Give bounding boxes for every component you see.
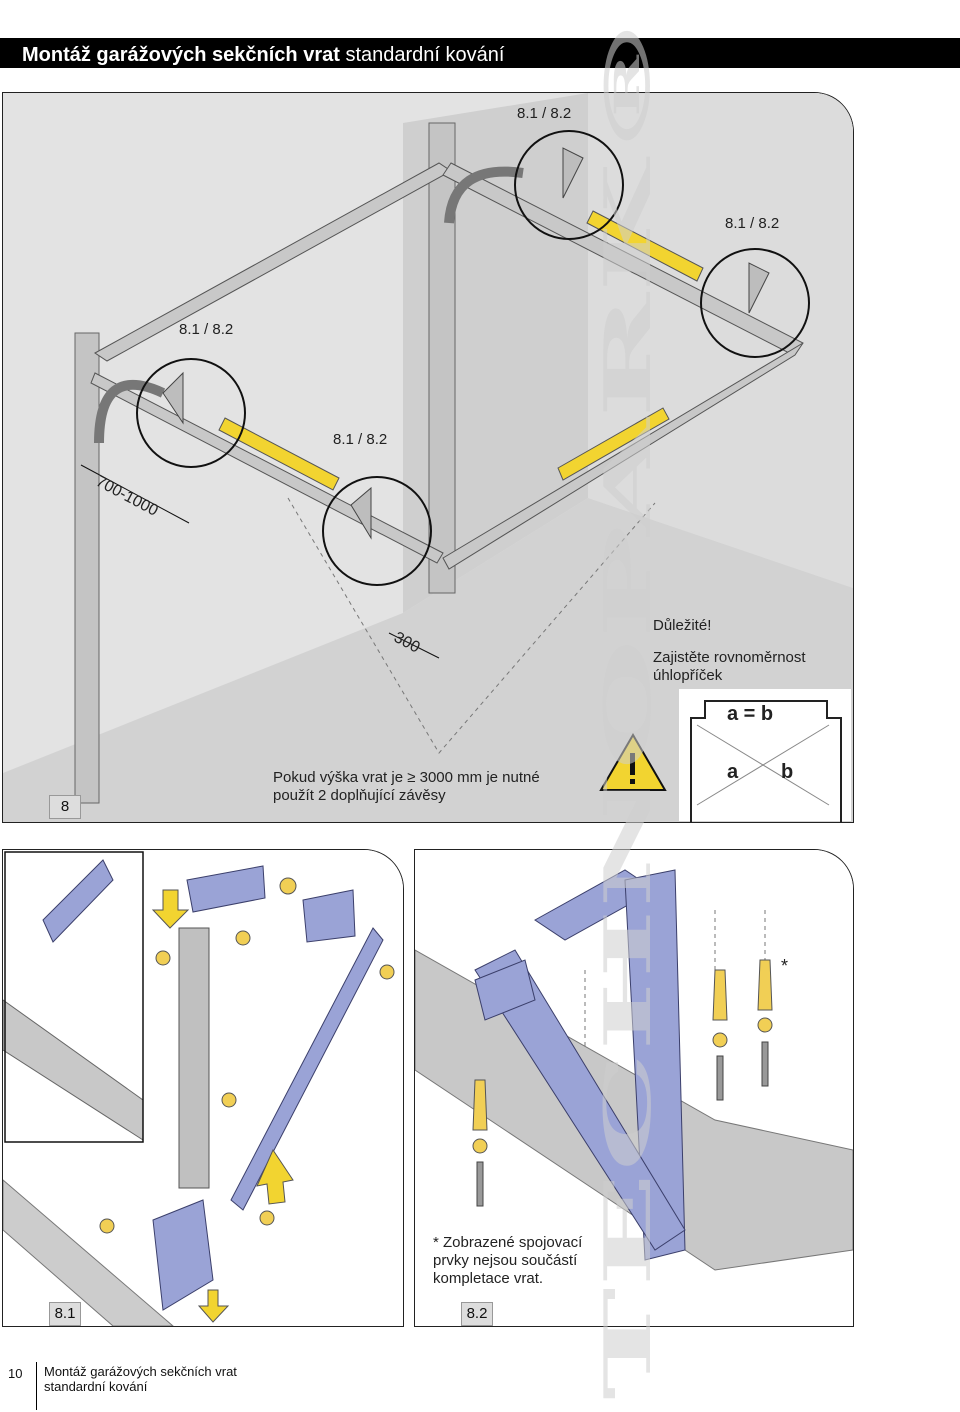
page-title: Montáž garážových sekčních vrat standard…	[22, 44, 505, 66]
footer-divider	[36, 1362, 37, 1410]
footer-title: Montáž garážových sekčních vrat standard…	[44, 1364, 237, 1394]
step-badge-8: 8	[49, 795, 81, 819]
callout-label: 8.1 / 8.2	[725, 215, 780, 232]
height-warning-text: Pokud výška vrat je ≥ 3000 mm je nutné p…	[273, 769, 540, 804]
bracket-assembly-illustration	[3, 850, 403, 1326]
footer-line-1: Montáž garážových sekčních vrat	[44, 1364, 237, 1379]
diagonal-a-label: a	[727, 761, 739, 783]
fasteners-note: * Zobrazené spojovací prvky nejsou součá…	[433, 1234, 583, 1287]
important-text: Zajistěte rovnoměrnost úhlopříček	[653, 649, 806, 684]
panel-8-2-detail: * * Zobrazené spojovací prvky nejsou sou…	[414, 849, 854, 1327]
header-bar	[0, 38, 960, 68]
diagonal-b-label: b	[781, 761, 794, 783]
panel-8-1-detail: 8.1	[2, 849, 404, 1327]
asterisk-mark: *	[781, 956, 789, 976]
step-badge-8-1: 8.1	[49, 1302, 81, 1326]
step-badge-8-2: 8.2	[461, 1302, 493, 1326]
overview-illustration	[3, 93, 853, 822]
watermark: TECHNOPARK®	[591, 10, 666, 1400]
ceiling-mount-illustration	[415, 850, 853, 1326]
page-number: 10	[8, 1366, 23, 1381]
panel-8-overview: 8.1 / 8.2 8.1 / 8.2 8.1 / 8.2 8.1 / 8.2 …	[2, 92, 854, 823]
callout-label: 8.1 / 8.2	[179, 321, 234, 338]
footer-line-2: standardní kování	[44, 1379, 148, 1394]
diagonal-equation: a = b	[727, 703, 774, 725]
watermark-text: TECHNOPARK®	[591, 10, 666, 1400]
callout-label: 8.1 / 8.2	[333, 431, 388, 448]
important-title: Důležité!	[653, 617, 712, 634]
callout-label: 8.1 / 8.2	[517, 105, 572, 122]
